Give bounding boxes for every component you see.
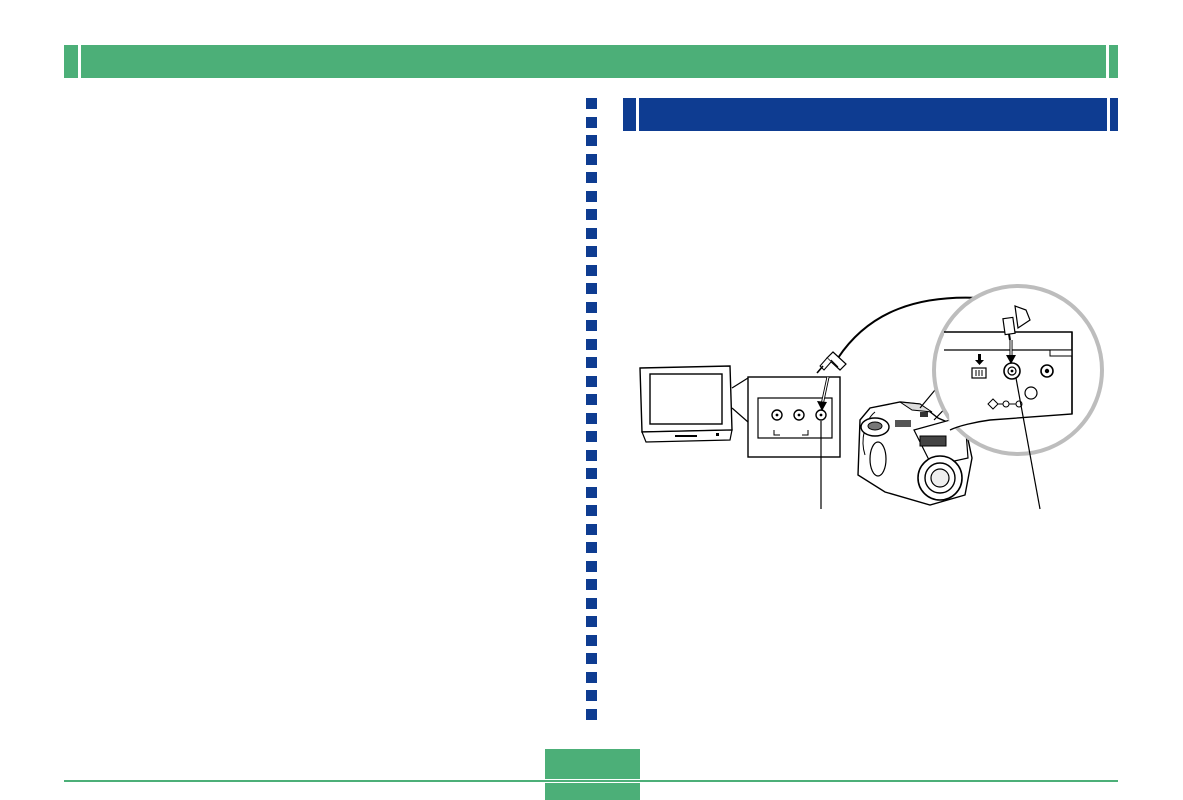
divider-dot bbox=[586, 339, 597, 350]
header-bar-left-tick bbox=[78, 45, 81, 78]
divider-dot bbox=[586, 579, 597, 590]
section-bar-left-tick bbox=[636, 98, 639, 131]
chapter-header-bar bbox=[64, 45, 1118, 78]
digital-camera-icon bbox=[857, 401, 973, 506]
divider-dot bbox=[586, 690, 597, 701]
divider-dot bbox=[586, 431, 597, 442]
divider-dot bbox=[586, 283, 597, 294]
video-input-panel-icon bbox=[747, 376, 841, 458]
divider-dot bbox=[586, 542, 597, 553]
divider-dot bbox=[586, 209, 597, 220]
divider-dot bbox=[586, 98, 597, 109]
divider-dot bbox=[586, 246, 597, 257]
divider-dot bbox=[586, 302, 597, 313]
section-header-bar bbox=[623, 98, 1118, 131]
column-divider bbox=[586, 98, 598, 723]
divider-dot bbox=[586, 135, 597, 146]
page-number-tab bbox=[545, 749, 640, 779]
divider-dot bbox=[586, 653, 597, 664]
divider-dot bbox=[586, 709, 597, 720]
divider-dot bbox=[586, 376, 597, 387]
divider-dot bbox=[586, 117, 597, 128]
divider-dot bbox=[586, 394, 597, 405]
television-icon bbox=[639, 365, 733, 443]
divider-dot bbox=[586, 357, 597, 368]
divider-dot bbox=[586, 468, 597, 479]
divider-dot bbox=[586, 191, 597, 202]
tv-connection-illustration bbox=[639, 284, 1104, 510]
divider-dot bbox=[586, 561, 597, 572]
divider-dot bbox=[586, 265, 597, 276]
divider-dot bbox=[586, 616, 597, 627]
divider-dot bbox=[586, 598, 597, 609]
header-bar-right-tick bbox=[1106, 45, 1109, 78]
divider-dot bbox=[586, 487, 597, 498]
video-out-jack-icon bbox=[932, 284, 1104, 456]
divider-dot bbox=[586, 524, 597, 535]
divider-dot bbox=[586, 320, 597, 331]
page-number-tab-lower bbox=[545, 783, 640, 800]
divider-dot bbox=[586, 450, 597, 461]
divider-dot bbox=[586, 228, 597, 239]
divider-dot bbox=[586, 172, 597, 183]
section-bar-right-tick bbox=[1107, 98, 1110, 131]
footer-rule bbox=[64, 780, 1118, 782]
divider-dot bbox=[586, 413, 597, 424]
divider-dot bbox=[586, 635, 597, 646]
divider-dot bbox=[586, 672, 597, 683]
divider-dot bbox=[586, 505, 597, 516]
divider-dot bbox=[586, 154, 597, 165]
